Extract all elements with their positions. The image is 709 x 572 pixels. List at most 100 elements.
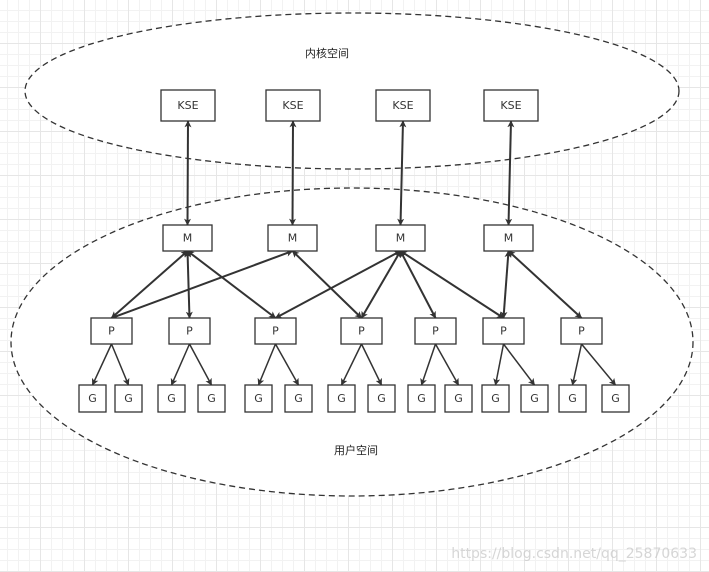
p-box — [254, 317, 297, 345]
kse-box — [483, 89, 539, 122]
p-node: P — [414, 317, 457, 345]
p-box — [560, 317, 603, 345]
g-box — [284, 384, 313, 413]
edges-layer — [91, 120, 617, 386]
m-box — [162, 224, 213, 252]
m-label: M — [183, 232, 193, 245]
g-label: G — [611, 392, 620, 405]
p-box — [414, 317, 457, 345]
kernel-space-region — [24, 12, 680, 170]
m-label: M — [396, 232, 406, 245]
kse-node: KSE — [375, 89, 431, 122]
kse-m-link — [397, 120, 407, 226]
g-node: G — [114, 384, 143, 413]
p-node: P — [482, 317, 525, 345]
p-g-link — [110, 343, 130, 386]
g-label: G — [491, 392, 500, 405]
g-box — [114, 384, 143, 413]
kse-box — [375, 89, 431, 122]
m-p-link — [110, 249, 294, 320]
g-box — [558, 384, 587, 413]
g-box — [244, 384, 273, 413]
m-node: M — [267, 224, 318, 252]
kse-label: KSE — [177, 99, 198, 112]
g-node: G — [520, 384, 549, 413]
m-p-link — [507, 250, 583, 319]
g-box — [601, 384, 630, 413]
p-box — [168, 317, 211, 345]
kse-node: KSE — [160, 89, 216, 122]
p-g-link — [502, 343, 536, 386]
m-box — [267, 224, 318, 252]
g-node: G — [481, 384, 510, 413]
g-label: G — [167, 392, 176, 405]
g-node: G — [284, 384, 313, 413]
g-box — [327, 384, 356, 413]
g-label: G — [207, 392, 216, 405]
g-box — [407, 384, 436, 413]
p-g-link — [188, 343, 213, 386]
g-label: G — [337, 392, 346, 405]
g-node: G — [558, 384, 587, 413]
m-p-link — [360, 250, 402, 319]
user-space-label: 用户空间 — [334, 443, 378, 457]
p-g-link — [91, 343, 113, 386]
g-node: G — [444, 384, 473, 413]
p-g-link — [257, 343, 277, 386]
g-label: G — [294, 392, 303, 405]
m-label: M — [288, 232, 298, 245]
p-node: P — [90, 317, 133, 345]
p-label: P — [272, 325, 279, 338]
g-box — [157, 384, 186, 413]
kse-label: KSE — [282, 99, 303, 112]
p-g-link — [434, 343, 460, 386]
m-box — [483, 224, 534, 252]
g-box — [78, 384, 107, 413]
kse-m-link — [184, 120, 192, 226]
g-label: G — [88, 392, 97, 405]
p-label: P — [432, 325, 439, 338]
g-label: G — [377, 392, 386, 405]
kse-m-link — [289, 120, 297, 226]
m-label: M — [504, 232, 514, 245]
g-label: G — [454, 392, 463, 405]
p-box — [90, 317, 133, 345]
p-g-link — [274, 343, 300, 386]
watermark: https://blog.csdn.net/qq_25870633 — [451, 546, 697, 562]
p-label: P — [500, 325, 507, 338]
m-node: M — [375, 224, 426, 252]
kernel-space-label: 内核空间 — [305, 46, 349, 60]
p-label: P — [358, 325, 365, 338]
g-box — [481, 384, 510, 413]
kse-node: KSE — [265, 89, 321, 122]
p-node: P — [560, 317, 603, 345]
p-g-link — [580, 343, 617, 386]
p-node: P — [168, 317, 211, 345]
g-node: G — [407, 384, 436, 413]
g-label: G — [568, 392, 577, 405]
m-p-link — [500, 250, 512, 319]
m-box — [375, 224, 426, 252]
p-node: P — [254, 317, 297, 345]
p-g-link — [360, 343, 383, 386]
g-node: G — [601, 384, 630, 413]
m-node: M — [162, 224, 213, 252]
g-label: G — [124, 392, 133, 405]
p-box — [340, 317, 383, 345]
p-label: P — [578, 325, 585, 338]
p-label: P — [186, 325, 193, 338]
g-box — [444, 384, 473, 413]
g-label: G — [254, 392, 263, 405]
p-g-link — [420, 343, 437, 386]
p-g-link — [340, 343, 363, 386]
p-label: P — [108, 325, 115, 338]
g-label: G — [530, 392, 539, 405]
kse-m-link — [505, 120, 515, 226]
g-node: G — [367, 384, 396, 413]
g-node: G — [327, 384, 356, 413]
p-g-link — [493, 343, 505, 386]
p-node: P — [340, 317, 383, 345]
kse-box — [265, 89, 321, 122]
